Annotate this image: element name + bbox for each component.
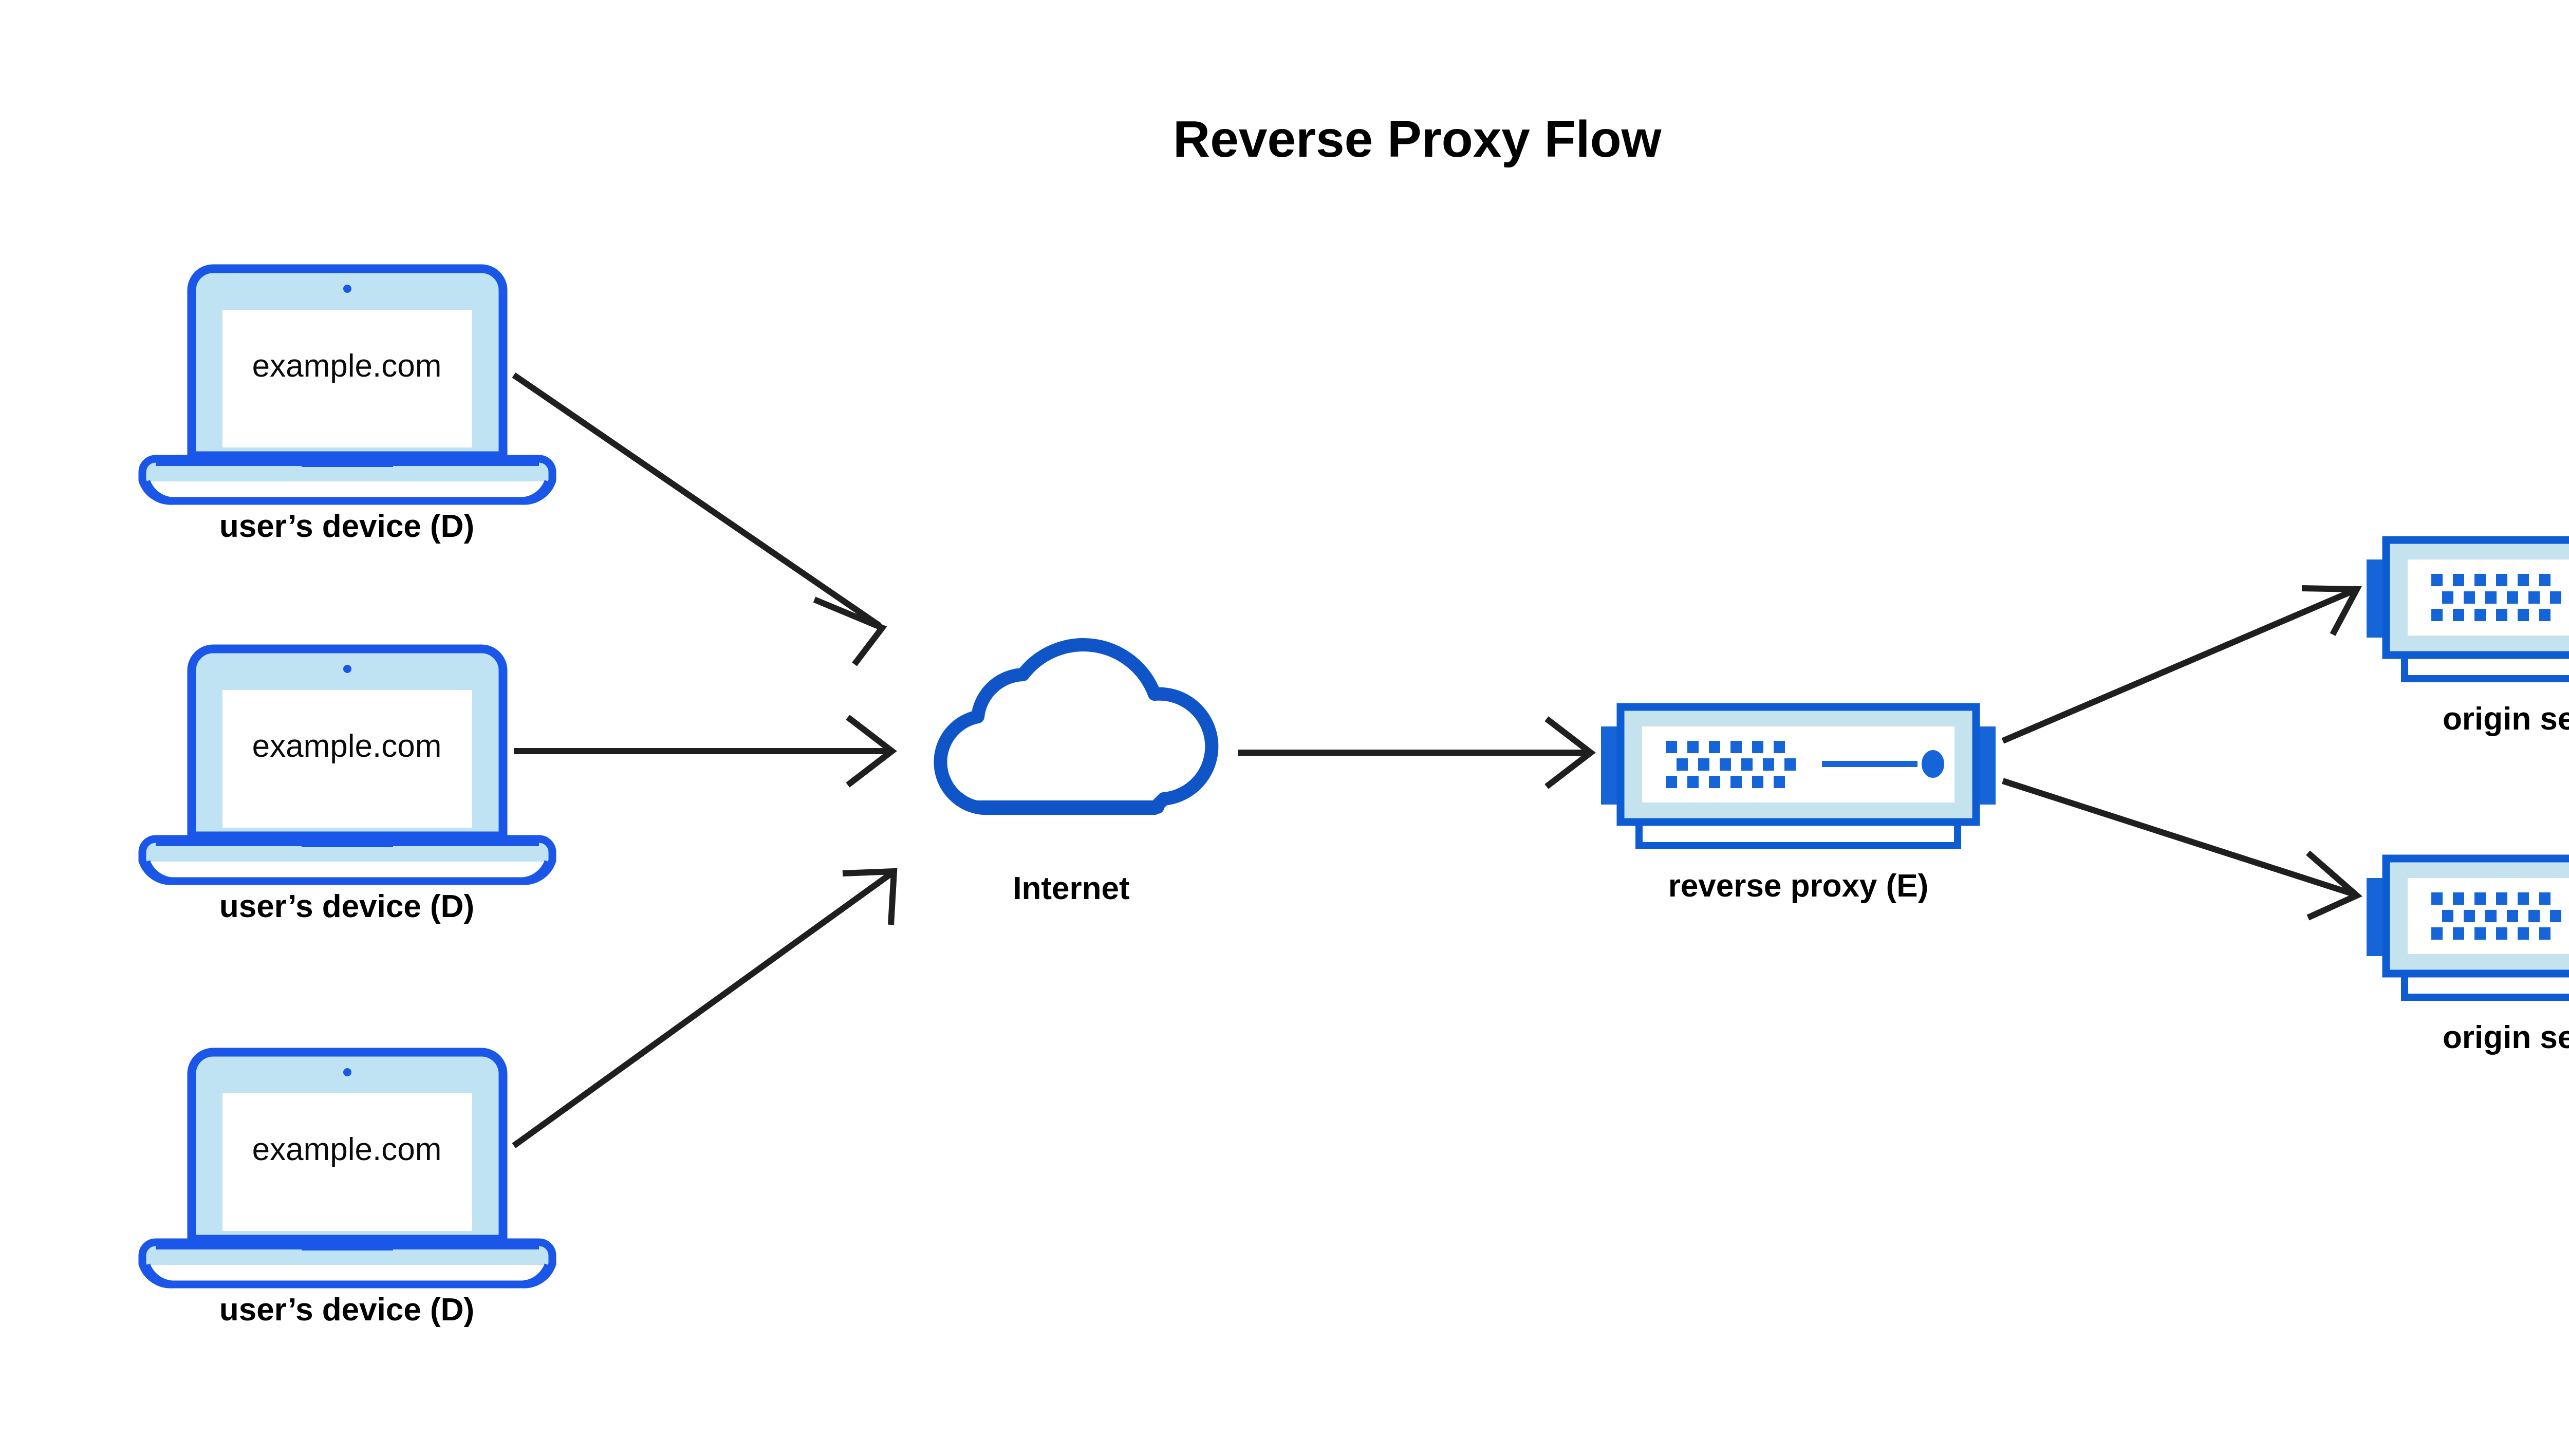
edge-device2-cloud <box>514 715 897 788</box>
node-label-reverse-proxy: reverse proxy (E) <box>1668 868 1929 904</box>
node-origin-server-1[interactable]: origin server (F) <box>2367 540 2569 737</box>
node-label-internet: Internet <box>1013 871 1129 906</box>
edge-proxy-origin1 <box>2001 585 2362 744</box>
device-screen-url: example.com <box>252 1132 442 1167</box>
cloud-icon <box>940 645 1212 808</box>
laptop-icon <box>142 269 552 501</box>
server-icon <box>2367 540 2569 679</box>
node-label-device-2: user’s device (D) <box>219 889 474 924</box>
node-origin-server-2[interactable]: origin server (F) <box>2367 858 2569 1055</box>
node-label-device-3: user’s device (D) <box>219 1292 474 1328</box>
edge-device1-cloud <box>512 372 887 666</box>
laptop-icon <box>142 1052 552 1284</box>
edge-cloud-proxy <box>1238 716 1596 789</box>
page-title: Reverse Proxy Flow <box>1173 110 1662 168</box>
server-icon <box>2367 858 2569 997</box>
node-label-origin-server-2: origin server (F) <box>2443 1020 2569 1055</box>
node-device-1[interactable]: example.com user’s device (D) <box>142 269 552 544</box>
node-label-origin-server-1: origin server (F) <box>2443 701 2569 737</box>
edge-proxy-origin2 <box>2002 778 2362 921</box>
node-internet-cloud[interactable]: Internet <box>940 645 1212 906</box>
laptop-icon <box>142 649 552 881</box>
edge-device3-cloud <box>512 868 898 1148</box>
device-screen-url: example.com <box>252 348 442 384</box>
node-reverse-proxy[interactable]: reverse proxy (E) <box>1601 707 1996 904</box>
node-device-3[interactable]: example.com user’s device (D) <box>142 1052 552 1328</box>
node-label-device-1: user’s device (D) <box>219 509 474 544</box>
device-screen-url: example.com <box>252 729 442 764</box>
server-icon <box>1601 707 1996 846</box>
node-device-2[interactable]: example.com user’s device (D) <box>142 649 552 924</box>
